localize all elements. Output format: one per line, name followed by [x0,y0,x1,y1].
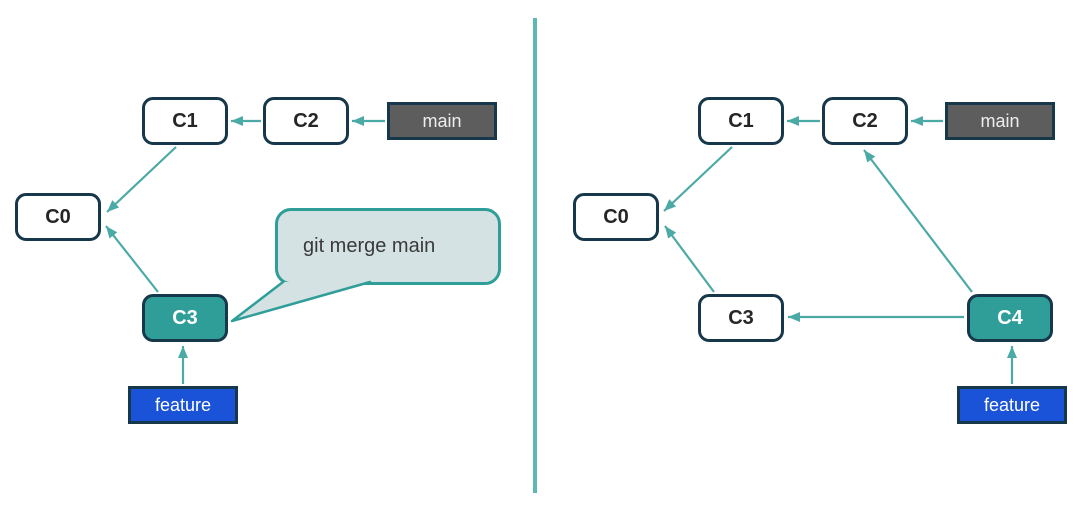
feature-branch-label-left: feature [128,386,238,424]
edge-right-c4-to-c2 [863,149,973,293]
commit-node-c0-left: C0 [15,193,101,241]
callout-bubble: git merge main [275,208,501,285]
commit-node-c4-right-highlighted: C4 [967,294,1053,342]
edge-left-c3-to-c0 [105,225,159,293]
feature-branch-label-right: feature [957,386,1067,424]
commit-node-c1-left: C1 [142,97,228,145]
commit-node-c3-left-highlighted: C3 [142,294,228,342]
commit-node-c3-right: C3 [698,294,784,342]
panel-divider [533,18,537,493]
callout-text: git merge main [303,235,436,257]
edge-left-c1-to-c0 [106,146,177,213]
commit-node-c1-right: C1 [698,97,784,145]
commit-node-c2-left: C2 [263,97,349,145]
main-branch-label-right: main [945,102,1055,140]
edge-right-c1-to-c0 [663,146,733,212]
main-branch-label-left: main [387,102,497,140]
edge-right-c3-to-c0 [664,225,715,293]
commit-node-c0-right: C0 [573,193,659,241]
commit-node-c2-right: C2 [822,97,908,145]
